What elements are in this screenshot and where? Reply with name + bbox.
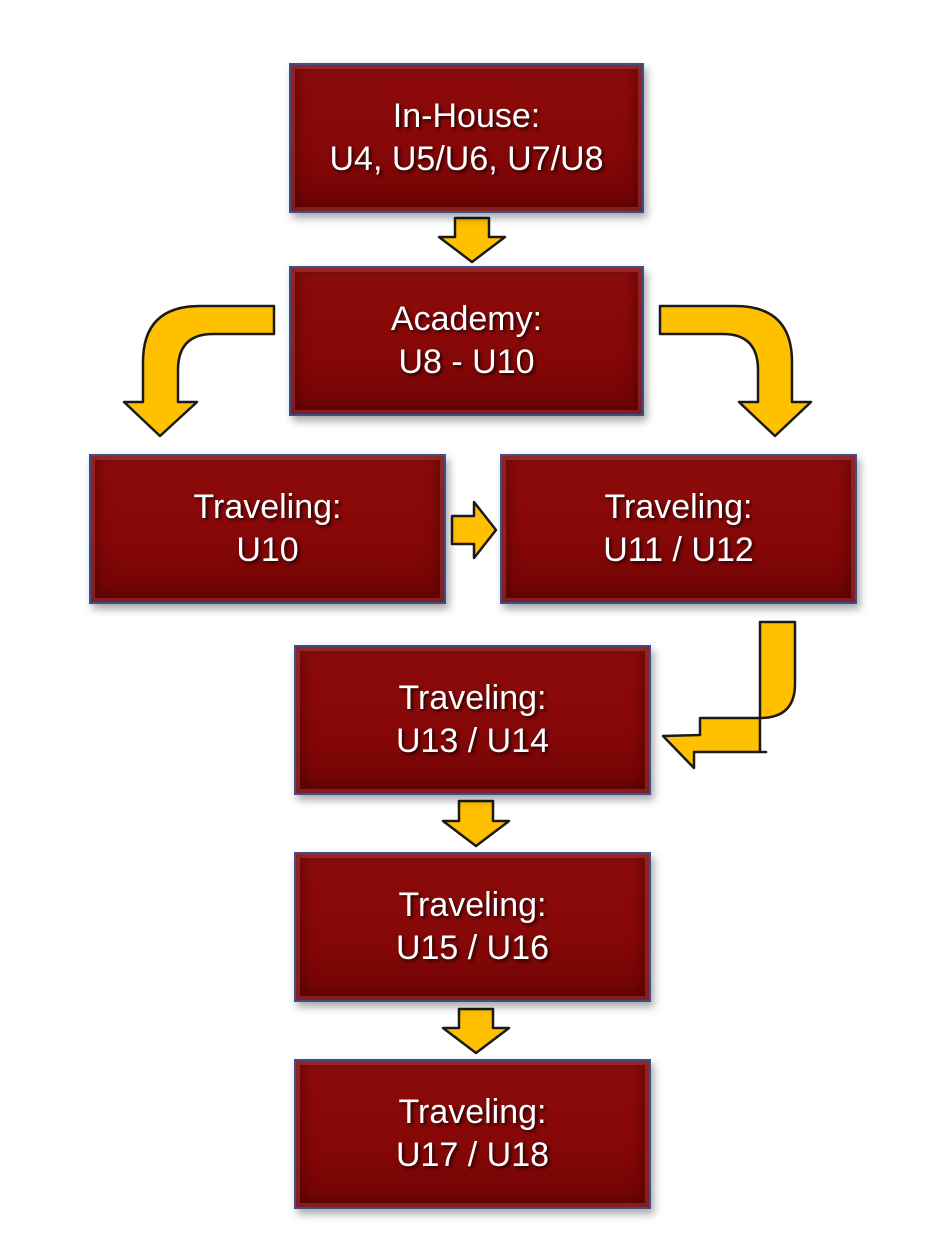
in-house-box: In-House: U4, U5/U6, U7/U8 [289, 63, 644, 213]
traveling-u15-u16-box: Traveling: U15 / U16 [294, 852, 651, 1002]
right-arrow-u10-to-u11-u12 [450, 500, 498, 560]
in-house-title: In-House: [392, 97, 541, 135]
traveling-u13-u14-box: Traveling: U13 / U14 [294, 645, 651, 795]
traveling-u11-u12-title: Traveling: [604, 488, 753, 526]
down-arrow-u13-u14-to-u15-u16 [441, 799, 511, 848]
down-arrow-u15-u16-to-u17-u18 [441, 1007, 511, 1055]
academy-box: Academy: U8 - U10 [289, 266, 644, 416]
down-arrow-inhouse-to-academy [437, 216, 507, 264]
traveling-u17-u18-box: Traveling: U17 / U18 [294, 1059, 651, 1209]
in-house-detail: U4, U5/U6, U7/U8 [329, 140, 604, 178]
traveling-u11-u12-box: Traveling: U11 / U12 [500, 454, 857, 604]
curved-arrow-academy-to-u11-u12 [658, 304, 813, 438]
traveling-u10-detail: U10 [236, 531, 299, 569]
curved-arrow-academy-to-u10 [122, 304, 276, 438]
academy-title: Academy: [390, 300, 543, 338]
traveling-u10-title: Traveling: [193, 488, 342, 526]
curved-arrow-u11-u12-to-u13-u14 [661, 620, 797, 770]
traveling-u15-u16-title: Traveling: [398, 886, 547, 924]
traveling-u13-u14-detail: U13 / U14 [395, 722, 550, 760]
traveling-u17-u18-title: Traveling: [398, 1093, 547, 1131]
traveling-u11-u12-detail: U11 / U12 [603, 531, 754, 569]
traveling-u17-u18-detail: U17 / U18 [395, 1136, 550, 1174]
traveling-u15-u16-detail: U15 / U16 [395, 929, 550, 967]
traveling-u10-box: Traveling: U10 [89, 454, 446, 604]
academy-detail: U8 - U10 [398, 343, 535, 381]
traveling-u13-u14-title: Traveling: [398, 679, 547, 717]
